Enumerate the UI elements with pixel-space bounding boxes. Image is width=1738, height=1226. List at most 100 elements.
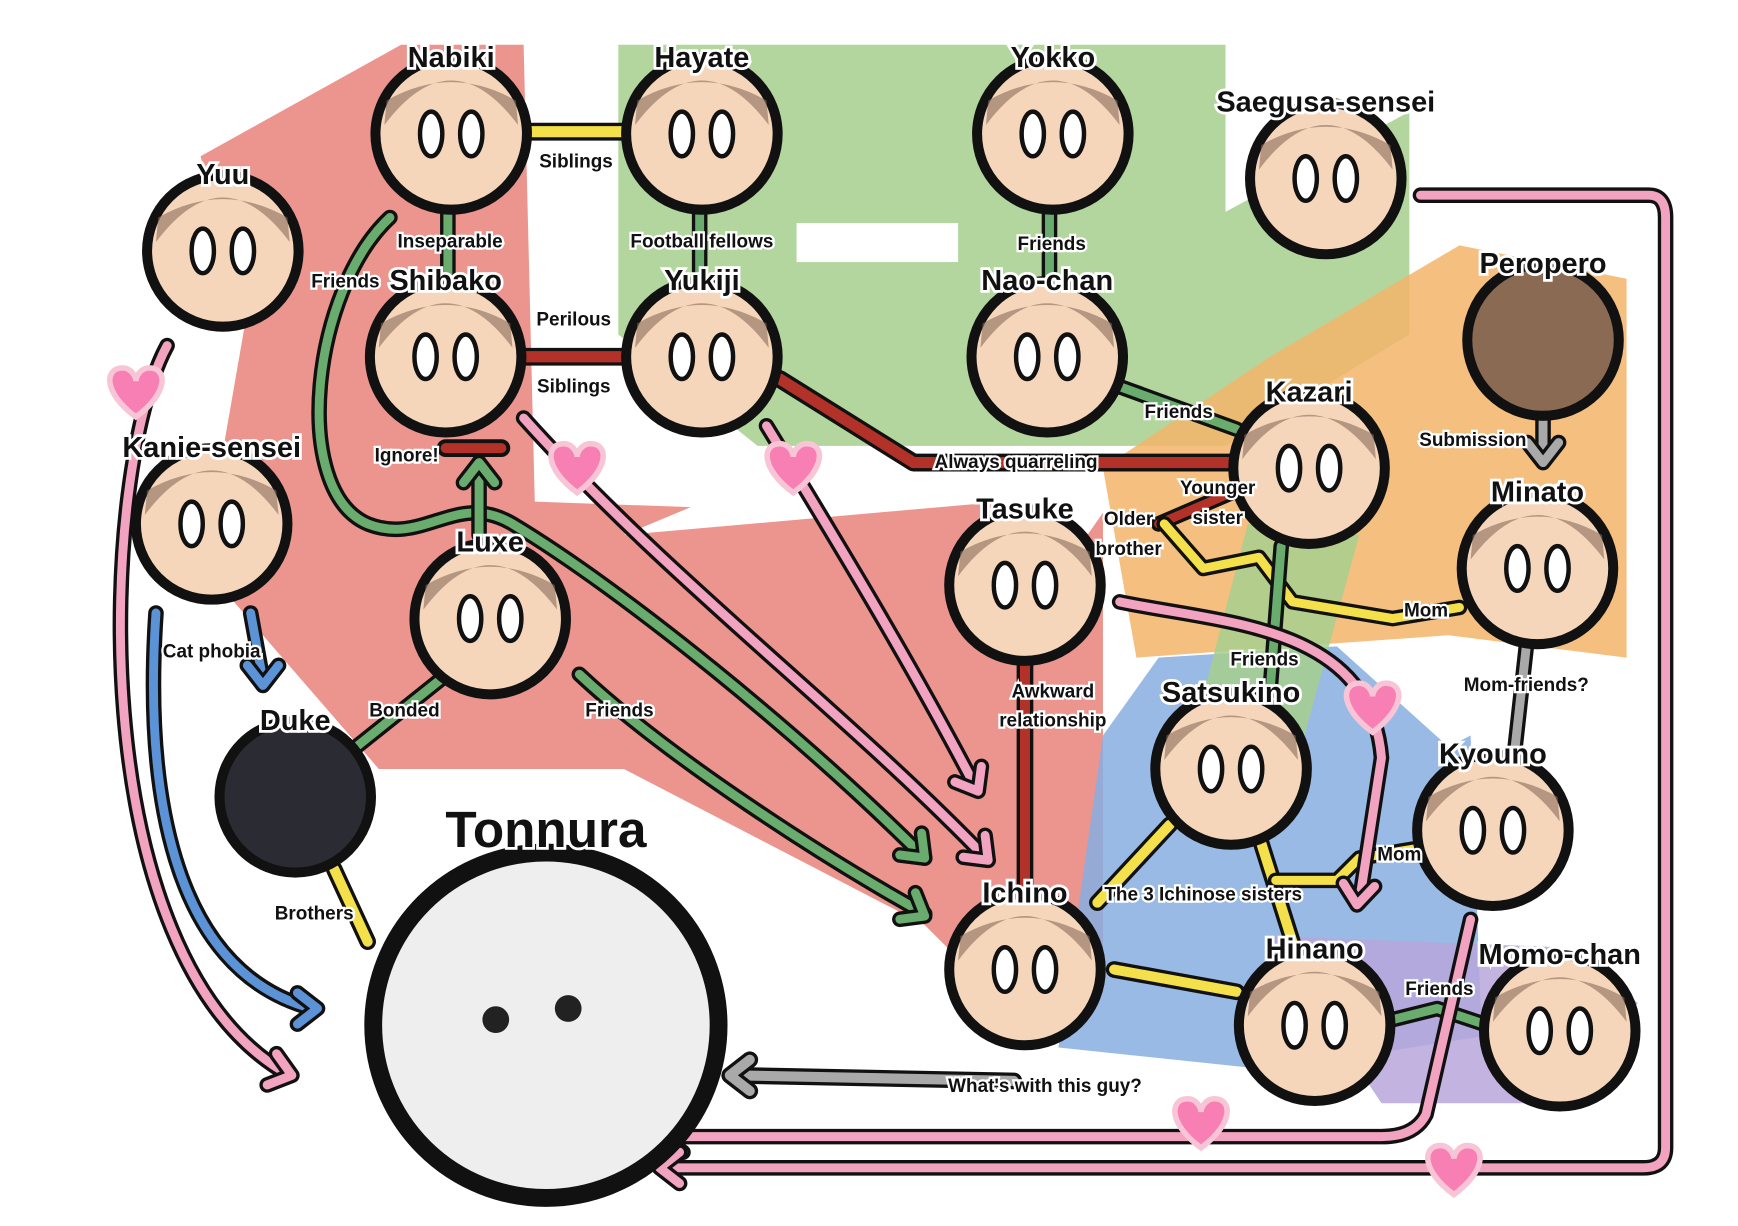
link-kyouno-hinano — [1271, 842, 1431, 885]
link-yuu-luxe — [314, 213, 930, 863]
character-node-peropero[interactable]: Peropero — [1462, 245, 1624, 421]
eye — [496, 594, 524, 644]
link-ichino-tonnura-arrowhead — [724, 1054, 755, 1096]
eye — [1197, 744, 1225, 794]
eye — [218, 499, 246, 549]
character-node-momochan[interactable]: Momo-chan — [1476, 936, 1644, 1112]
character-node-kazari[interactable]: Kazari — [1228, 374, 1390, 549]
eye — [1566, 1006, 1594, 1056]
character-node-ichino[interactable]: Ichino — [944, 875, 1106, 1051]
portrait-tonnura — [364, 843, 728, 1207]
link-kanie-tonnura-arrowhead — [293, 988, 322, 1029]
eye — [1019, 109, 1047, 159]
eye — [1504, 543, 1531, 593]
relation-label-sisters: The 3 Ichinose sisters — [1104, 884, 1302, 905]
eye — [229, 226, 257, 276]
link-kyouno-tonnura — [664, 914, 1476, 1142]
character-node-tonnura[interactable]: Tonnura — [364, 798, 728, 1207]
character-node-naochan[interactable]: Nao-chan — [966, 262, 1129, 438]
eye — [452, 332, 480, 382]
relation-label-bonded: Bonded — [369, 701, 439, 722]
relation-label-mom-minato: Mom — [1404, 600, 1448, 621]
link-yuu-luxe-arrowhead — [895, 828, 930, 863]
character-node-kanie[interactable]: Kanie-sensei — [120, 429, 304, 605]
relation-label-momfriends: Mom-friends? — [1464, 675, 1589, 696]
eye — [1499, 805, 1527, 855]
character-name: Minato — [1491, 477, 1584, 509]
eye — [1526, 1006, 1554, 1056]
hair — [1242, 414, 1376, 460]
character-node-hinano[interactable]: Hinano — [1233, 931, 1396, 1106]
portrait-yukiji — [621, 275, 783, 438]
eye — [417, 109, 445, 159]
portrait-kanie — [130, 443, 293, 605]
character-node-hayate[interactable]: Hayate — [621, 39, 783, 215]
relation-label-awkward: Awkward — [1011, 682, 1094, 703]
eye — [457, 109, 485, 159]
relation-label-submission: Submission — [1419, 430, 1526, 451]
portrait-hayate — [621, 53, 783, 215]
relation-label-inseparable: Inseparable — [398, 232, 503, 253]
link-tasuke-kazari — [1154, 485, 1242, 529]
character-node-yuu[interactable]: Yuu — [142, 156, 304, 332]
eye — [189, 226, 217, 276]
hair — [958, 916, 1092, 961]
character-node-tasuke[interactable]: Tasuke — [944, 491, 1106, 666]
hair — [1470, 514, 1605, 560]
heart-icon — [1425, 1142, 1483, 1199]
relation-label-catphobia: Cat phobia — [163, 642, 261, 663]
eye — [1031, 945, 1059, 995]
character-node-shibako[interactable]: Shibako — [364, 262, 527, 438]
character-node-yokko[interactable]: Yokko — [972, 39, 1134, 215]
character-node-saegusa[interactable]: Saegusa-sensei — [1214, 84, 1438, 260]
relation-label-friends-yn: Friends — [1018, 234, 1086, 255]
link-saegusa-tonnura-arrowhead — [655, 1147, 685, 1188]
eye — [708, 109, 736, 159]
character-node-yukiji[interactable]: Yukiji — [621, 262, 783, 438]
portrait-kyouno — [1412, 749, 1574, 912]
relation-label-football: Football fellows — [630, 232, 773, 253]
character-node-nabiki[interactable]: Nabiki — [370, 39, 532, 215]
character-name: Ichino — [982, 878, 1067, 910]
character-name: Saegusa-sensei — [1216, 87, 1435, 119]
relation-label-friends-luxe: Friends — [585, 701, 653, 722]
relation-label-brothers: Brothers — [275, 903, 354, 924]
character-name: Hinano — [1266, 933, 1364, 965]
character-node-minato[interactable]: Minato — [1456, 474, 1619, 650]
relation-label-older: Older — [1104, 509, 1154, 530]
hair — [980, 303, 1115, 348]
relation-label-ignore: Ignore! — [375, 445, 439, 466]
heart-icon — [1343, 680, 1402, 736]
character-node-duke[interactable]: Duke — [214, 702, 377, 878]
link-luxe-ichino — [574, 669, 930, 919]
link-duke-tonnura — [329, 864, 373, 947]
link-shibako-ichino-arrowhead — [958, 830, 993, 865]
eye — [1275, 443, 1303, 493]
portrait-saegusa — [1245, 97, 1407, 260]
eye — [1292, 153, 1320, 204]
relation-label-whats: What's with this guy? — [948, 1076, 1142, 1097]
eye — [1053, 332, 1081, 382]
character-name: Tasuke — [976, 493, 1074, 525]
relation-label-friends-yuu: Friends — [311, 272, 379, 293]
character-node-satsukino[interactable]: Satsukino — [1150, 674, 1312, 850]
relation-label-friends-nk: Friends — [1145, 402, 1213, 423]
link-tasuke-hinano-arrowhead — [1338, 878, 1380, 910]
portrait-naochan — [966, 275, 1129, 438]
hair — [423, 565, 558, 610]
hair — [144, 470, 279, 515]
eye — [1031, 560, 1059, 610]
link-luxe-shibako-arrowhead — [459, 458, 500, 488]
portrait-shibako — [364, 275, 527, 438]
character-name: Hayate — [654, 42, 749, 74]
character-node-luxe[interactable]: Luxe — [409, 524, 571, 700]
eye — [554, 995, 582, 1022]
portrait-luxe — [409, 537, 571, 700]
link-yukiji-kazari — [774, 373, 1237, 469]
character-name: Nabiki — [408, 42, 495, 74]
portrait-kazari — [1228, 387, 1390, 549]
character-node-kyouno[interactable]: Kyouno — [1412, 736, 1574, 912]
portrait-tasuke — [944, 504, 1106, 666]
